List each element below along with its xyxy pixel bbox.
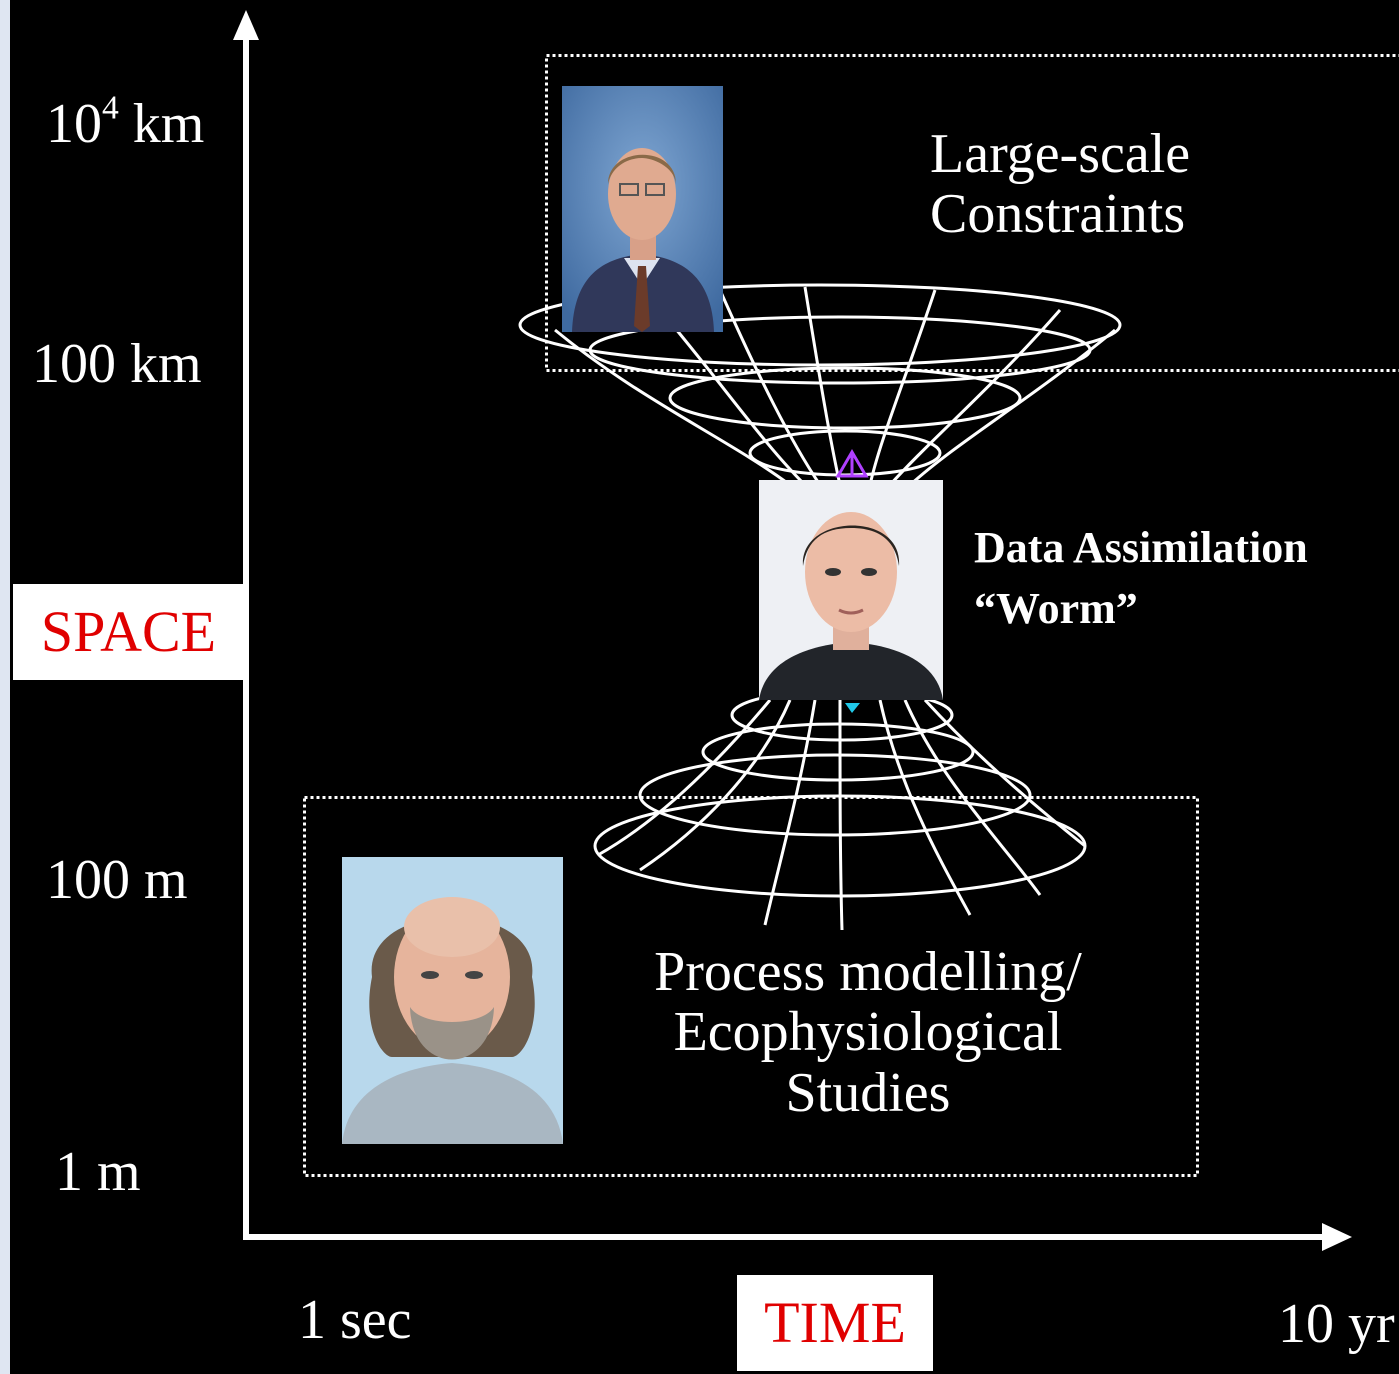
bottom-box-line2: Ecophysiological [673,1001,1063,1064]
y-tick-10000km: 104 km [46,89,205,155]
middle-box-text: Data Assimilation “Worm” [974,518,1308,639]
bottom-box-line1: Process modelling/ [654,941,1082,1003]
top-box-text: Large-scale Constraints [930,124,1190,245]
x-tick-1sec: 1 sec [298,1289,412,1351]
top-box-line2: Constraints [930,183,1186,246]
top-box-line1: Large-scale [930,123,1191,185]
bottom-marker [845,703,860,713]
middle-box-line2: “Worm” [974,583,1138,633]
bottom-portrait-photo [342,857,563,1144]
bottom-box-text: Process modelling/ Ecophysiological Stud… [598,941,1138,1124]
top-dotted-box [545,54,1399,372]
y-tick-100km: 100 km [32,333,202,395]
y-axis-title: SPACE [13,584,244,680]
x-axis-arrowhead [1322,1223,1352,1251]
bottom-box-line3: Studies [785,1061,951,1124]
y-tick-100m: 100 m [46,849,188,911]
middle-box-line1: Data Assimilation [974,523,1308,572]
x-tick-10yr: 10 yr [1278,1293,1395,1355]
x-axis-title: TIME [737,1275,933,1371]
y-tick-1m: 1 m [55,1141,141,1203]
y-axis-arrowhead [233,10,259,40]
top-portrait-photo [562,86,723,332]
worm-lower-wireframe [593,688,1087,931]
bottom-dotted-box [303,796,1199,1177]
left-edge-strip [0,0,10,1374]
middle-portrait-photo [759,480,943,700]
